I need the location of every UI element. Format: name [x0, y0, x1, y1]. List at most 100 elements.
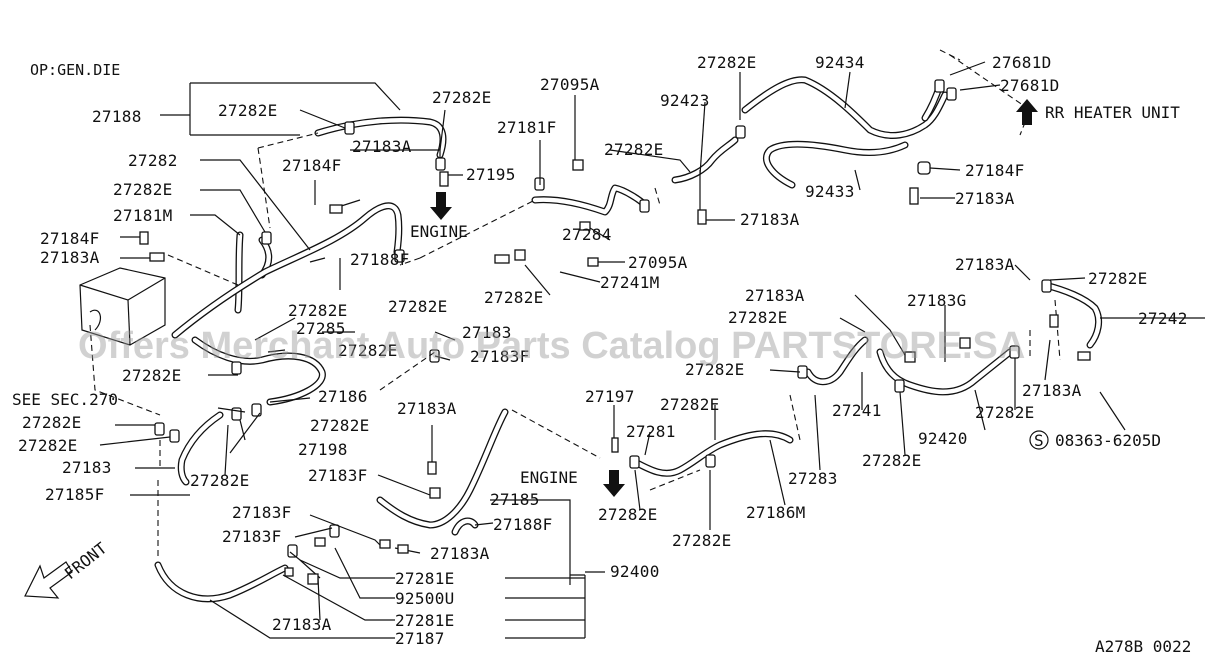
part-label: 92434	[815, 53, 865, 72]
engine-arrow-mid	[603, 470, 625, 497]
part-label: 27282E	[862, 451, 922, 470]
see-sec-label: SEE SEC.270	[12, 390, 118, 409]
option-text: OP:GEN.DIE	[30, 61, 120, 79]
bolt-symbol: S	[1034, 431, 1044, 450]
part-label: 27184F	[282, 156, 342, 175]
part-label: 27282E	[388, 297, 448, 316]
part-label: 27183F	[308, 466, 368, 485]
part-label: 27282E	[22, 413, 82, 432]
part-label: 27183	[62, 458, 112, 477]
hose-clamps	[154, 79, 1052, 558]
part-label: 27281E	[395, 569, 455, 588]
part-label: 27185F	[45, 485, 105, 504]
part-label: 27183F	[232, 503, 292, 522]
hose-lines	[154, 76, 1103, 603]
rr-heater-label: RR HEATER UNIT	[1045, 103, 1180, 122]
part-label: 27184F	[965, 161, 1025, 180]
part-label: 27281	[626, 422, 676, 441]
part-label: 27282E	[288, 301, 348, 320]
part-label: 27282E	[660, 395, 720, 414]
part-label: 92423	[660, 91, 710, 110]
part-label: 27195	[466, 165, 516, 184]
part-label: 92420	[918, 429, 968, 448]
direction-arrows	[24, 99, 1049, 599]
part-label: 27242	[1138, 309, 1188, 328]
engine-label-mid: ENGINE	[520, 468, 578, 487]
part-label: 27183A	[397, 399, 457, 418]
part-label: 27183A	[955, 189, 1015, 208]
part-label: 27282E	[1088, 269, 1148, 288]
part-label: 27183A	[352, 137, 412, 156]
dashed-reference-lines	[89, 49, 1061, 560]
part-label: 27183A	[272, 615, 332, 634]
heater-unit-box	[79, 267, 166, 346]
part-label: 27282E	[218, 101, 278, 120]
part-label: 27181M	[113, 206, 173, 225]
part-label: 27186M	[746, 503, 806, 522]
part-label: 27681D	[1000, 76, 1060, 95]
part-label: 27183	[462, 323, 512, 342]
part-label: 27183F	[470, 347, 530, 366]
part-label: 27183A	[745, 286, 805, 305]
diagram-code: A278B 0022	[1095, 637, 1191, 656]
leader-lines	[99, 61, 1205, 639]
part-label: 27282E	[113, 180, 173, 199]
part-label: 92433	[805, 182, 855, 201]
part-label: 27282E	[190, 471, 250, 490]
part-label: 27282E	[685, 360, 745, 379]
part-label: 27187	[395, 629, 445, 648]
part-number-labels: 27188 27282E 27282 27183A 27184F 27282E …	[18, 53, 1188, 648]
part-label: 27282E	[697, 53, 757, 72]
part-label: 27181F	[497, 118, 557, 137]
header-labels: OP:GEN.DIE A278B 0022	[30, 61, 1191, 656]
engine-arrow-top	[430, 192, 452, 220]
engine-label-top: ENGINE	[410, 222, 468, 241]
part-label: 27281E	[395, 611, 455, 630]
rr-heater-arrow	[1016, 99, 1038, 125]
part-label: 27183A	[1022, 381, 1082, 400]
part-label: 27285	[296, 319, 346, 338]
part-label: 27185	[490, 490, 540, 509]
part-label: 27095A	[540, 75, 600, 94]
part-label: 27095A	[628, 253, 688, 272]
front-label: FRONT	[61, 538, 111, 583]
part-label: 27681D	[992, 53, 1052, 72]
part-label: 27282E	[432, 88, 492, 107]
part-label: 27188	[92, 107, 142, 126]
part-label: 27198	[298, 440, 348, 459]
part-label: 27282E	[484, 288, 544, 307]
part-label: 27282E	[975, 403, 1035, 422]
part-label: 92500U	[395, 589, 455, 608]
part-label: 27183A	[740, 210, 800, 229]
part-label: 27282E	[728, 308, 788, 327]
front-arrow-icon	[24, 561, 73, 599]
part-label: 27183A	[955, 255, 1015, 274]
part-label: 27184F	[40, 229, 100, 248]
part-label: 27282E	[338, 341, 398, 360]
part-label: 27183A	[40, 248, 100, 267]
bolt-part-number: 08363-6205D	[1055, 431, 1161, 450]
part-label: 27241M	[600, 273, 660, 292]
hardware-bolts	[139, 159, 1091, 585]
part-label: 27197	[585, 387, 635, 406]
part-label: 27282E	[18, 436, 78, 455]
part-label: 27282E	[604, 140, 664, 159]
part-label: 27188F	[493, 515, 553, 534]
part-label: 27282E	[672, 531, 732, 550]
part-label: 27282E	[310, 416, 370, 435]
part-label: 27183F	[222, 527, 282, 546]
part-label: 27282E	[598, 505, 658, 524]
part-label: 27241	[832, 401, 882, 420]
part-label: 27282	[128, 151, 178, 170]
bolt-symbol-circle	[1029, 430, 1049, 450]
part-label: 27188F	[350, 250, 410, 269]
part-label: 92400	[610, 562, 660, 581]
part-label: 27186	[318, 387, 368, 406]
part-label: 27282E	[122, 366, 182, 385]
part-label: 27183A	[430, 544, 490, 563]
part-label: 27283	[788, 469, 838, 488]
part-label: 27284	[562, 225, 612, 244]
part-label: 27183G	[907, 291, 967, 310]
